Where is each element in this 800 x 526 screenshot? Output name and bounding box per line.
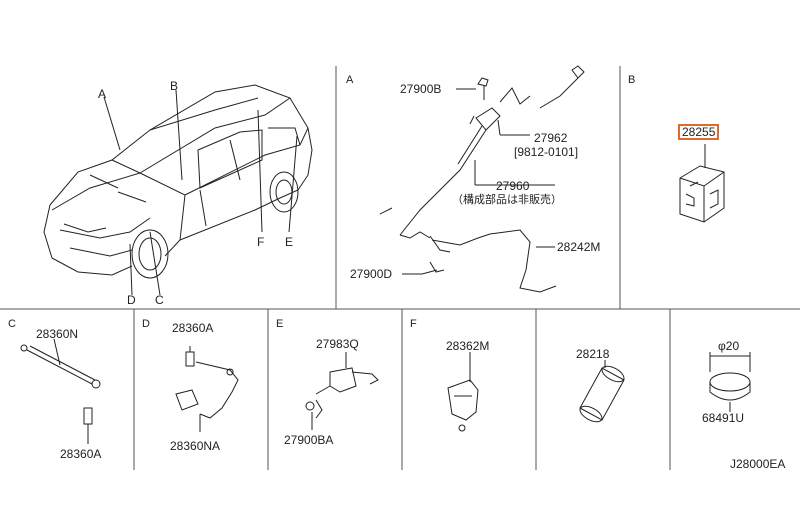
car-callout-d: D bbox=[127, 293, 136, 307]
section-a-leaders bbox=[402, 88, 555, 275]
vehicle-illustration bbox=[43, 84, 313, 279]
section-label-d: D bbox=[142, 318, 150, 330]
diameter-label: φ20 bbox=[718, 339, 740, 353]
part-label-27900BA[interactable]: 27900BA bbox=[284, 433, 334, 447]
part-note-27960: （構成部品は非販売） bbox=[452, 194, 562, 206]
car-callout-b: B bbox=[170, 79, 179, 93]
part-label-28360NA[interactable]: 28360NA bbox=[170, 439, 221, 453]
part-label-27962-range: [9812-0101] bbox=[514, 145, 579, 159]
grid-dividers bbox=[0, 66, 800, 470]
part-68491U-drawing bbox=[709, 352, 751, 412]
part-label-28360N[interactable]: 28360N bbox=[36, 327, 79, 341]
section-label-c: C bbox=[8, 318, 16, 330]
part-label-27962[interactable]: 27962 bbox=[534, 131, 568, 145]
bracket-28362M-drawing bbox=[447, 352, 479, 432]
part-label-28218[interactable]: 28218 bbox=[576, 347, 610, 361]
part-label-28255[interactable]: 28255 bbox=[678, 124, 720, 140]
cable-28360N-drawing bbox=[20, 338, 101, 444]
car-callout-e: E bbox=[285, 235, 294, 249]
part-label-27900B[interactable]: 27900B bbox=[400, 82, 442, 96]
part-label-27900D[interactable]: 27900D bbox=[350, 267, 393, 281]
part-label-28242M[interactable]: 28242M bbox=[557, 240, 601, 254]
car-callout-c: C bbox=[155, 293, 164, 307]
bracket-27983Q-drawing bbox=[305, 352, 379, 430]
car-callout-f: F bbox=[257, 235, 265, 249]
part-label-28360A-d[interactable]: 28360A bbox=[172, 321, 214, 335]
part-28255-drawing bbox=[679, 144, 725, 223]
part-label-28362M[interactable]: 28362M bbox=[446, 339, 490, 353]
vehicle-callout-lines bbox=[103, 89, 298, 296]
section-label-b: B bbox=[628, 74, 636, 86]
section-label-e: E bbox=[276, 318, 284, 330]
diagram-code: J28000EA bbox=[730, 457, 786, 471]
part-label-28360A-c[interactable]: 28360A bbox=[60, 447, 102, 461]
part-label-27960[interactable]: 27960 bbox=[496, 179, 530, 193]
part-28218-drawing bbox=[579, 360, 625, 423]
section-label-a: A bbox=[346, 74, 354, 86]
car-callout-a: A bbox=[98, 87, 107, 101]
part-label-68491U[interactable]: 68491U bbox=[702, 411, 745, 425]
antenna-assembly bbox=[379, 65, 585, 293]
part-label-27983Q[interactable]: 27983Q bbox=[316, 337, 359, 351]
cable-28360NA-drawing bbox=[175, 346, 239, 432]
section-label-f: F bbox=[410, 318, 417, 330]
